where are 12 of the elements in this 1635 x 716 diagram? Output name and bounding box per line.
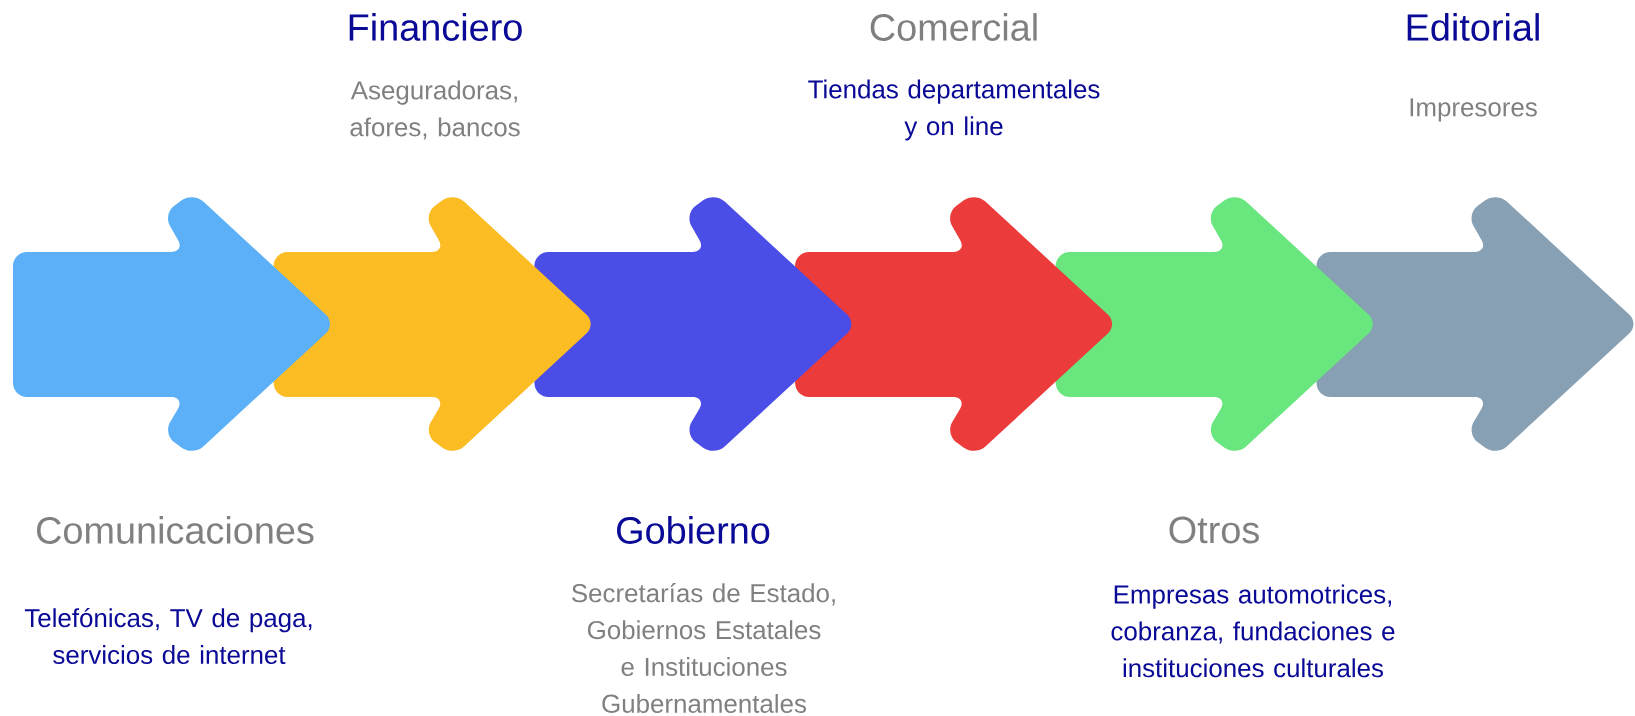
heading: Otros: [1169, 516, 1259, 544]
description: Secretarías de Estado, Gobiernos Estatales e Instituciones Gubernamentales: [572, 583, 835, 713]
heading: Gobierno: [617, 516, 770, 544]
description: Tiendas departamentales y on line: [808, 79, 1100, 141]
description: Impresores: [1410, 98, 1537, 122]
description: Telefónicas, TV de paga, servicios de internet: [24, 607, 312, 665]
heading: Comercial: [870, 13, 1037, 41]
description: Aseguradoras, afores, bancos: [350, 80, 520, 140]
heading: Financiero: [349, 13, 522, 41]
heading: Editorial: [1407, 13, 1539, 41]
description: Empresas automotrices, cobranza, fundaciones e instituciones culturales: [1111, 584, 1395, 678]
heading: Comunicaciones: [37, 516, 314, 544]
